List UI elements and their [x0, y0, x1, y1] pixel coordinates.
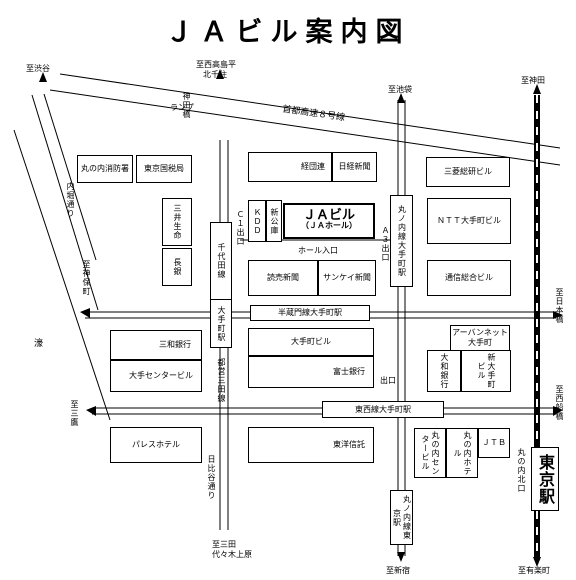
- ntt-otemachi: ＮＴＴ大手町ビル: [427, 198, 511, 244]
- tax-office: 東京国税局: [136, 155, 192, 183]
- label-ramp: ランプ: [170, 103, 194, 112]
- toei-mita-label: 都営三田線: [217, 357, 226, 403]
- chiyoda-line-box: 千代田線: [210, 222, 232, 300]
- marunouchi-hotel: 丸の内ホテル: [446, 428, 478, 478]
- urban-net: アーバンネット大手町: [450, 325, 510, 351]
- label-moat: 濠: [34, 339, 44, 349]
- label-kanda-bashi: 神田橋: [182, 92, 191, 119]
- marunouchi-center: 丸の内センタービル: [414, 428, 446, 478]
- ja-hall-name: （ＪＡホール）: [301, 221, 357, 230]
- exit-a3: Ａ３出口: [381, 226, 390, 262]
- chogin: 長銀: [162, 248, 192, 286]
- road-arrow-icon: [397, 552, 405, 562]
- dir-nihonbashi: 至日本橋: [555, 288, 564, 324]
- fuji-bank: 富士銀行: [248, 356, 374, 388]
- expressway-line: [49, 89, 561, 166]
- dir-ikebukuro: 至池袋: [388, 85, 412, 94]
- otemachi-building: 大手町ビル: [248, 328, 374, 356]
- mitsubishi-research: 三菱総研ビル: [426, 157, 510, 187]
- otemachi-station-label: 大手町駅: [210, 300, 232, 348]
- dir-kitasenju: 北千住: [203, 70, 227, 79]
- page-title: ＪＡビル案内図: [165, 17, 411, 48]
- yomiuri: 読売新聞: [248, 260, 318, 296]
- tsushin-sogo: 通信総合ビル: [427, 260, 511, 296]
- dir-nishitakashimadaira: 至西高島平: [196, 60, 236, 69]
- dir-mita: 至三田: [212, 540, 236, 549]
- sankei: サンケイ新聞: [318, 260, 376, 296]
- exit-c1: Ｃ１出口: [236, 210, 245, 246]
- nikkei: 日経新聞: [332, 152, 377, 182]
- shin-otemachi: 新大手町ビル: [461, 350, 511, 392]
- dir-yurakucho: 至有楽町: [518, 566, 550, 575]
- label-hibiya: 日比谷通り: [207, 455, 216, 500]
- road-arrow-icon: [553, 406, 563, 416]
- exit-marunouchi-north: 丸の内北口: [517, 448, 526, 493]
- kdd: ＫＤＤ: [248, 200, 266, 242]
- exit-label: 出口: [380, 376, 396, 385]
- dir-jinbocho: 至神保町: [82, 260, 91, 296]
- dir-yoyogi: 代々木上原: [212, 550, 252, 559]
- toyo-shintaku: 東洋信託: [248, 427, 374, 463]
- ja-building: ＪＡビル （ＪＡホール）: [283, 203, 375, 239]
- keidanren: 経団連: [248, 152, 332, 182]
- ja-building-name: ＪＡビル: [302, 208, 355, 223]
- dir-shinjuku: 至新宿: [386, 566, 410, 575]
- dir-shibuya: 至渋谷: [26, 64, 50, 73]
- daiwa-bank: 大和銀行: [427, 350, 461, 392]
- road-arrow-icon: [80, 308, 90, 318]
- dir-kanda: 至神田: [521, 76, 545, 85]
- road-arrow-icon: [533, 557, 541, 567]
- sanwa-bank: 三和銀行: [110, 330, 202, 360]
- road-arrow-icon: [397, 93, 405, 103]
- jtb: ＪＴＢ: [478, 428, 510, 458]
- tozai-station-box: 東西線大手町駅: [322, 401, 444, 418]
- mitsui-life: 三井生命: [162, 198, 192, 246]
- road-arrow-icon: [86, 406, 96, 416]
- uchibori-line-a: [31, 94, 99, 311]
- hanzomon-station-box: 半蔵門線大手町駅: [250, 305, 370, 321]
- shin-koko: 新公庫: [266, 200, 282, 242]
- label-uchibori: 内堀通り: [66, 182, 75, 218]
- hall-entrance: ホール入口: [298, 246, 338, 255]
- dir-mitaka: 至三鷹: [70, 400, 79, 427]
- otemachi-center: 大手センタービル: [110, 360, 202, 392]
- road-arrow-icon: [216, 69, 224, 79]
- moat-line: [13, 129, 111, 421]
- marunouchi-station-box: 丸ノ内線大手町駅: [390, 195, 413, 287]
- palace-hotel: パレスホテル: [110, 427, 202, 463]
- dir-funabashi: 至西船橋: [555, 385, 564, 421]
- expressway-line: [59, 73, 561, 149]
- marunouchi-tokyo-box: 丸ノ内線東京駅: [390, 490, 413, 545]
- north-arrow-icon: [39, 72, 47, 82]
- road-arrow-icon: [553, 311, 563, 319]
- road-arrow-icon: [533, 84, 541, 94]
- uchibori-line-b: [43, 93, 97, 261]
- tokyo-station: 東京駅: [531, 447, 559, 511]
- fire-station: 丸の内消防署: [77, 155, 133, 183]
